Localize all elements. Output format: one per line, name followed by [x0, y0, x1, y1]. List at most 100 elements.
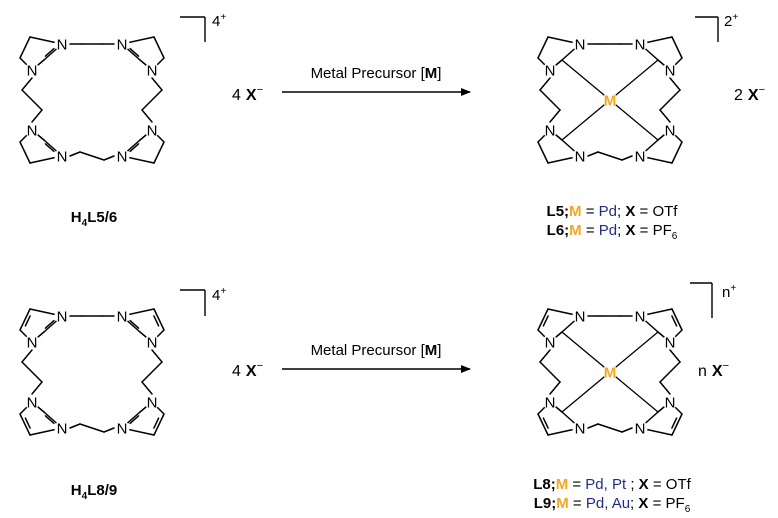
- nitrogen-atom: N: [665, 395, 676, 412]
- nitrogen-atom: N: [545, 335, 556, 352]
- atom-label-mask: [54, 148, 70, 164]
- bond: [31, 381, 43, 395]
- bond: [537, 36, 549, 59]
- atom-label-mask: [632, 36, 648, 52]
- legend-compound: L8;: [533, 476, 556, 493]
- double-bond: [24, 315, 31, 327]
- top-product-charge: 2+: [724, 12, 738, 30]
- atom-label-mask: [54, 308, 70, 324]
- bond: [671, 308, 683, 331]
- double-bond: [44, 143, 55, 153]
- legend-eq1: =: [582, 222, 599, 239]
- double-bond: [44, 319, 55, 329]
- double-bond: [44, 415, 55, 425]
- atom-label-mask: [114, 308, 130, 324]
- bond: [539, 77, 551, 91]
- bond: [151, 77, 163, 91]
- nitrogen-atom: N: [27, 335, 38, 352]
- bottom-product-charge-bracket: [690, 282, 713, 318]
- atom-label-mask: [114, 148, 130, 164]
- double-bond: [542, 417, 549, 429]
- double-bond: [129, 319, 140, 329]
- nitrogen-atom: N: [27, 123, 38, 140]
- atom-label-mask: [24, 334, 40, 350]
- bond: [659, 361, 681, 383]
- legend-x-key: X: [638, 495, 648, 512]
- metal-carbene-bond: [609, 371, 659, 413]
- double-bond: [44, 47, 55, 57]
- bond: [153, 413, 165, 436]
- nitrogen-atom: N: [635, 37, 646, 54]
- bond: [19, 36, 31, 59]
- nitrogen-atom: N: [665, 335, 676, 352]
- bond: [21, 361, 43, 383]
- bond: [669, 349, 681, 363]
- nitrogen-atom: N: [545, 123, 556, 140]
- metal-carbene-bond: [609, 59, 659, 101]
- nitrogen-atom: N: [545, 395, 556, 412]
- atom-label-mask: [602, 364, 618, 380]
- compound-legend-line: L8;M = Pd, Pt ; X = OTf: [533, 476, 691, 493]
- bond: [671, 36, 683, 59]
- bond: [549, 381, 561, 395]
- bond: [539, 89, 561, 111]
- double-bond: [671, 417, 678, 429]
- nitrogen-atom: N: [575, 149, 586, 166]
- top-ligand-name: H4L5/6: [71, 209, 117, 229]
- atom-label-mask: [572, 308, 588, 324]
- atom-label-mask: [144, 334, 160, 350]
- top-ligand-charge: 4+: [212, 12, 226, 30]
- atom-label-mask: [24, 394, 40, 410]
- legend-anion: PF: [653, 222, 672, 239]
- bond: [69, 423, 81, 429]
- nitrogen-atom: N: [147, 395, 158, 412]
- legend-metals: Pd: [599, 222, 617, 239]
- legend-eq1: =: [582, 203, 599, 220]
- atom-label-mask: [542, 62, 558, 78]
- bond: [141, 361, 163, 383]
- bond: [79, 151, 105, 161]
- bond: [79, 423, 105, 433]
- bond: [141, 381, 153, 395]
- legend-anion: OTf: [666, 476, 692, 493]
- bottom-ligand-charge: 4+: [212, 286, 226, 304]
- atom-label-mask: [602, 92, 618, 108]
- nitrogen-atom: N: [27, 395, 38, 412]
- double-bond: [153, 315, 160, 327]
- double-bond: [24, 417, 31, 429]
- bond: [31, 109, 43, 123]
- legend-eq1: =: [568, 476, 585, 493]
- bottom-reagent-label: Metal Precursor [M]: [311, 342, 442, 359]
- nitrogen-atom: N: [635, 421, 646, 438]
- double-bond: [671, 315, 678, 327]
- legend-m-key: M: [569, 222, 582, 239]
- double-bond: [153, 417, 160, 429]
- nitrogen-atom: N: [57, 421, 68, 438]
- bond: [141, 89, 163, 111]
- bond: [671, 413, 683, 436]
- bond: [671, 141, 683, 164]
- atom-label-mask: [114, 420, 130, 436]
- bottom-ligand-name: H4L8/9: [71, 482, 117, 502]
- bond: [597, 423, 623, 433]
- nitrogen-atom: N: [57, 149, 68, 166]
- legend-sep: ;: [617, 203, 625, 220]
- nitrogen-atom: N: [665, 63, 676, 80]
- metal-carbene-bond: [561, 331, 611, 373]
- legend-m-key: M: [556, 476, 569, 493]
- nitrogen-atom: N: [575, 421, 586, 438]
- metal-center: M: [604, 93, 617, 110]
- atom-label-mask: [542, 394, 558, 410]
- nitrogen-atom: N: [117, 37, 128, 54]
- bond: [103, 155, 115, 161]
- nitrogen-atom: N: [147, 123, 158, 140]
- atom-label-mask: [662, 122, 678, 138]
- legend-compound: L9;: [534, 495, 557, 512]
- bond: [539, 361, 561, 383]
- nitrogen-atom: N: [665, 123, 676, 140]
- top-reagent-label: Metal Precursor [M]: [311, 65, 442, 82]
